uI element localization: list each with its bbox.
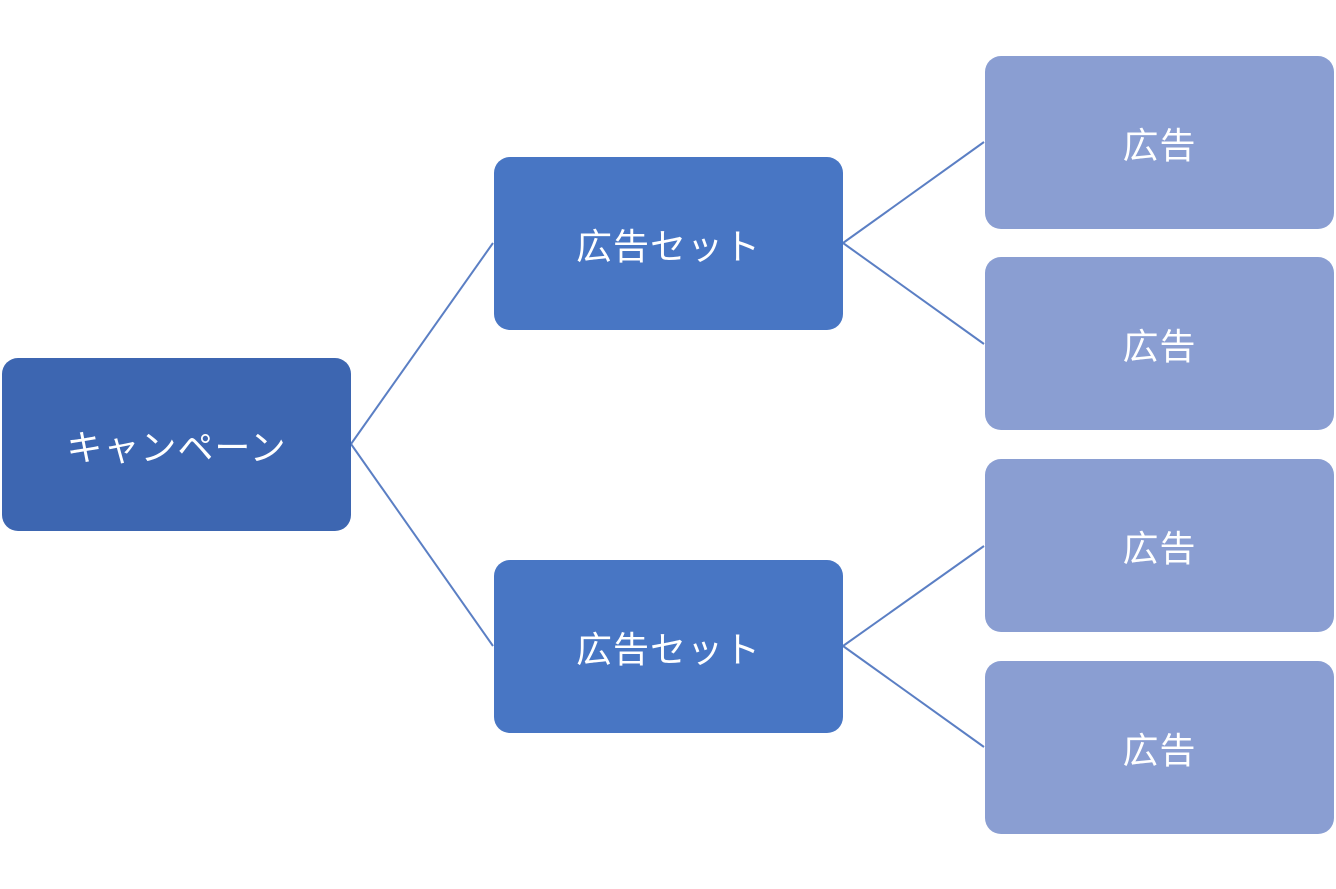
ad-label: 広告 bbox=[1122, 730, 1197, 772]
campaign-node: キャンペーン bbox=[2, 358, 351, 531]
adset-label: 広告セット bbox=[575, 226, 761, 268]
connector-campaign-adset-1 bbox=[350, 242, 494, 445]
connector-adset-2-ad-3 bbox=[842, 545, 985, 647]
ad-node: 広告 bbox=[985, 56, 1334, 229]
connector-adset-2-ad-4 bbox=[842, 645, 985, 748]
connector-adset-1-ad-2 bbox=[842, 242, 985, 345]
connector-campaign-adset-2 bbox=[350, 443, 494, 647]
ad-label: 広告 bbox=[1122, 326, 1197, 368]
adset-label: 広告セット bbox=[575, 629, 761, 671]
ad-node: 広告 bbox=[985, 459, 1334, 632]
ad-node: 広告 bbox=[985, 661, 1334, 834]
connector-adset-1-ad-1 bbox=[842, 141, 985, 244]
ad-node: 広告 bbox=[985, 257, 1334, 430]
campaign-label: キャンペーン bbox=[66, 427, 287, 469]
ad-label: 広告 bbox=[1122, 125, 1197, 167]
ad-label: 広告 bbox=[1122, 528, 1197, 570]
adset-node: 広告セット bbox=[494, 560, 843, 733]
adset-node: 広告セット bbox=[494, 157, 843, 330]
